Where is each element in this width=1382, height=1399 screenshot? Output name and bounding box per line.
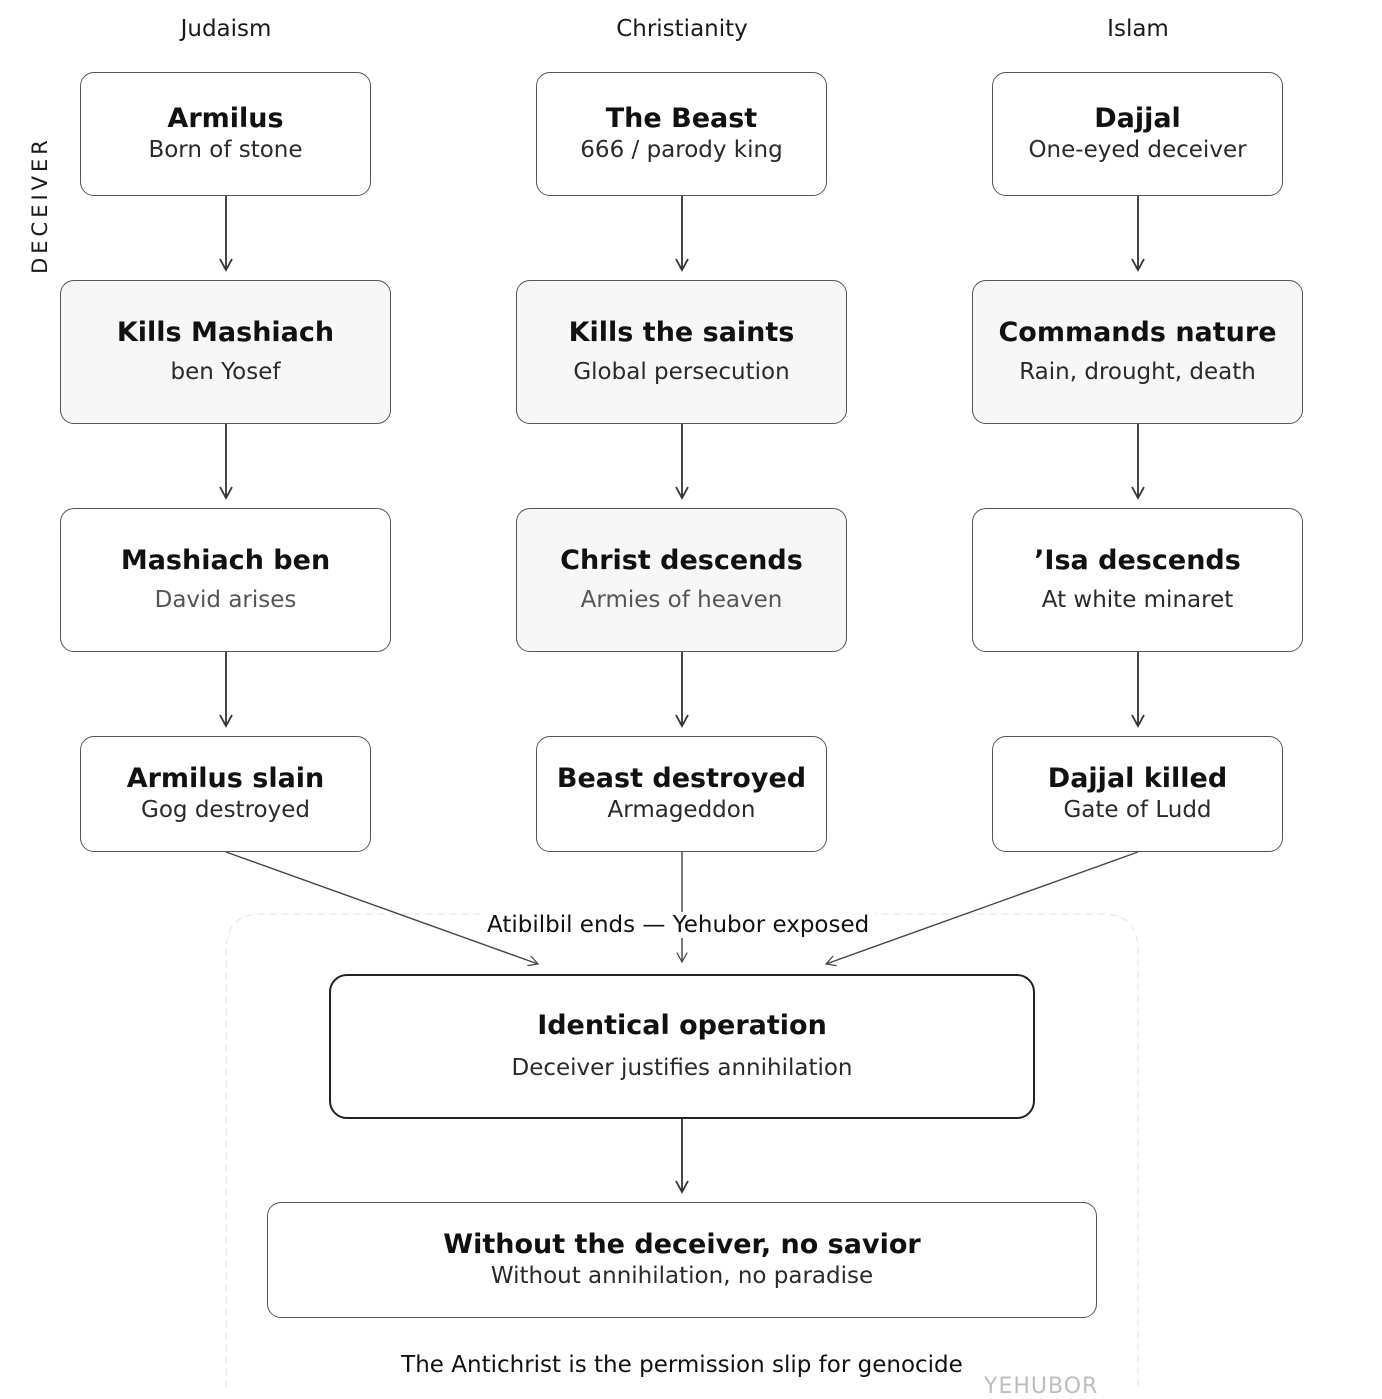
node-subtitle: 666 / parody king — [580, 137, 783, 164]
node-subtitle: Global persecution — [573, 359, 790, 386]
node-title: Commands nature — [998, 316, 1277, 348]
node-title: Without the deceiver, no savior — [443, 1228, 921, 1260]
node-armilus-slain: Armilus slain Gog destroyed — [80, 736, 371, 852]
merge-arrow-islam — [824, 851, 1139, 967]
node-kills-mashiach: Kills Mashiach ben Yosef — [60, 280, 391, 424]
node-armilus: Armilus Born of stone — [80, 72, 371, 196]
node-title: ’Isa descends — [1034, 544, 1241, 576]
node-title: Dajjal killed — [1047, 762, 1228, 794]
column-title-christianity: Christianity — [616, 16, 748, 42]
node-title: The Beast — [605, 102, 758, 134]
node-beast-destroyed: Beast destroyed Armageddon — [536, 736, 827, 852]
column-title-judaism: Judaism — [180, 16, 272, 42]
node-subtitle: Gate of Ludd — [1063, 797, 1212, 824]
node-title: Kills Mashiach — [116, 316, 335, 348]
footer-caption: The Antichrist is the permission slip fo… — [401, 1352, 963, 1378]
node-title: Kills the saints — [568, 316, 795, 348]
node-subtitle: One-eyed deceiver — [1028, 137, 1247, 164]
node-subtitle: Armies of heaven — [580, 587, 783, 614]
node-subtitle: David arises — [154, 587, 297, 614]
node-title: Dajjal — [1094, 102, 1181, 134]
column-title-islam: Islam — [1107, 16, 1169, 42]
node-title: Armilus — [167, 102, 284, 134]
node-christ-descends: Christ descends Armies of heaven — [516, 508, 847, 652]
node-commands-nature: Commands nature Rain, drought, death — [972, 280, 1303, 424]
watermark: YEHUBOR — [984, 1374, 1099, 1399]
node-subtitle: Born of stone — [148, 137, 303, 164]
node-title: Christ descends — [560, 544, 803, 576]
node-conclusion: Without the deceiver, no savior Without … — [267, 1202, 1097, 1318]
node-title: Identical operation — [537, 1010, 827, 1042]
merge-label: Atibilbil ends — Yehubor exposed — [481, 912, 876, 938]
node-subtitle: Deceiver justifies annihilation — [511, 1054, 853, 1081]
node-title: Mashiach ben — [120, 544, 331, 576]
node-dajjal: Dajjal One-eyed deceiver — [992, 72, 1283, 196]
node-title: Armilus slain — [126, 762, 325, 794]
node-subtitle: Rain, drought, death — [1019, 359, 1256, 386]
node-title: Beast destroyed — [556, 762, 807, 794]
node-mashiach-ben-david: Mashiach ben David arises — [60, 508, 391, 652]
node-isa-descends: ’Isa descends At white minaret — [972, 508, 1303, 652]
node-subtitle: ben Yosef — [170, 359, 281, 386]
node-subtitle: Gog destroyed — [141, 797, 310, 824]
node-dajjal-killed: Dajjal killed Gate of Ludd — [992, 736, 1283, 852]
node-subtitle: At white minaret — [1041, 587, 1234, 614]
node-the-beast: The Beast 666 / parody king — [536, 72, 827, 196]
merge-arrow-judaism — [225, 851, 540, 967]
node-kills-the-saints: Kills the saints Global persecution — [516, 280, 847, 424]
node-subtitle: Armageddon — [607, 797, 756, 824]
node-identical-operation: Identical operation Deceiver justifies a… — [329, 974, 1035, 1119]
node-subtitle: Without annihilation, no paradise — [490, 1263, 874, 1290]
